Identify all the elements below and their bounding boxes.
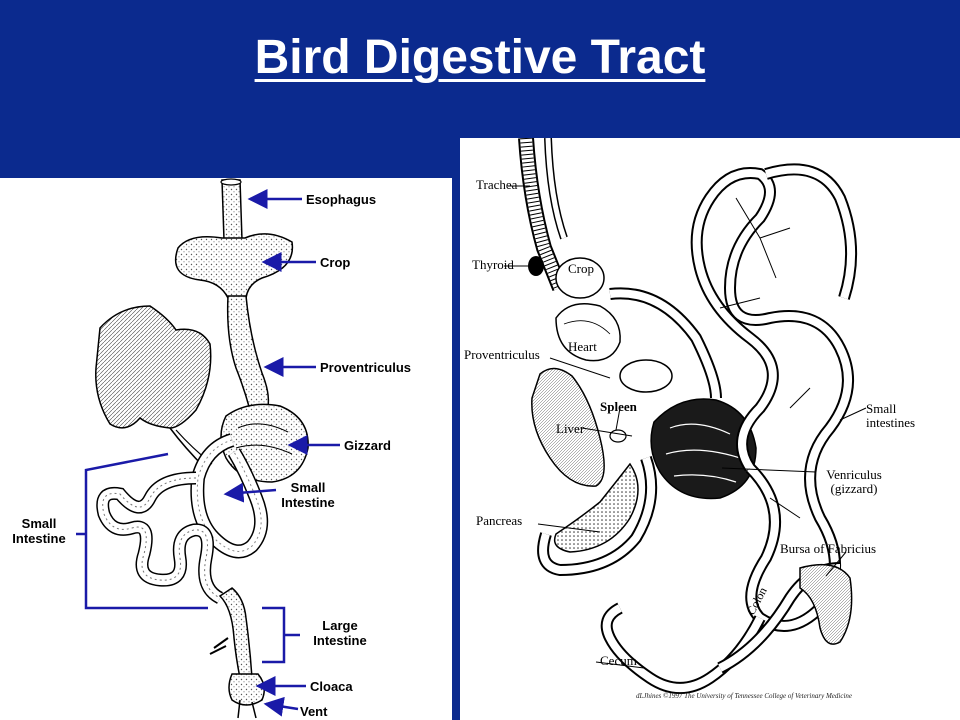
- label-small-intestine-right-line2: Intestine: [281, 495, 335, 510]
- large-intestine-shape: [218, 587, 253, 679]
- small-intestines-loops: [690, 167, 854, 632]
- label-small-intestines-line1: Small: [866, 401, 897, 416]
- label-large-intestine: Large Intestine: [300, 618, 380, 648]
- label-heart: Heart: [568, 339, 597, 354]
- slide-title: Bird Digestive Tract: [254, 31, 706, 84]
- label-large-intestine-line1: Large: [322, 618, 358, 633]
- label-thyroid: Thyroid: [472, 257, 514, 272]
- label-cecum: Cecum: [600, 653, 637, 668]
- liver-shape: [95, 305, 212, 429]
- left-digestive-drawing: [76, 178, 340, 719]
- left-diagram-panel: Esophagus Crop Proventriculus Gizzard Sm…: [0, 178, 452, 720]
- label-small-intestine-right-line1: Small: [290, 480, 326, 495]
- esophagus-shape: [221, 179, 243, 241]
- label-pancreas: Pancreas: [476, 513, 523, 528]
- right-digestive-drawing: [504, 138, 867, 694]
- right-diagram-panel: Trachea Thyroid Crop Heart Proventriculu…: [460, 138, 960, 720]
- label-crop: Crop: [320, 255, 351, 270]
- label-crop-right: Crop: [568, 261, 594, 276]
- label-small-intestines: Small intestines: [866, 402, 915, 430]
- label-small-intestine-right: Small Intestine: [268, 480, 348, 510]
- copyright-note: dLJhines ©1997 The University of Tenness…: [636, 692, 852, 700]
- label-proventriculus-right: Proventriculus: [464, 347, 540, 362]
- label-esophagus: Esophagus: [306, 192, 377, 207]
- label-ventriculus-line1: Venriculus: [826, 467, 882, 482]
- gizzard-shape: [220, 403, 309, 483]
- proventriculus-shape: [226, 295, 270, 411]
- label-small-intestines-line2: intestines: [866, 415, 916, 430]
- label-small-intestine-left-line2: Intestine: [12, 531, 66, 546]
- label-spleen: Spleen: [600, 399, 637, 414]
- label-small-intestine-left-line1: Small: [21, 516, 57, 531]
- label-liver: Liver: [556, 421, 585, 436]
- label-cloaca: Cloaca: [310, 679, 353, 694]
- right-gizzard-shape: [650, 398, 757, 500]
- label-vent: Vent: [300, 704, 328, 719]
- label-gizzard: Gizzard: [344, 438, 391, 453]
- label-large-intestine-line2: Intestine: [313, 633, 367, 648]
- label-ventriculus-line2: (gizzard): [830, 481, 878, 496]
- label-bursa: Bursa of Fabricius: [780, 541, 877, 556]
- label-trachea: Trachea: [476, 177, 518, 192]
- label-small-intestine-left: Small Intestine: [4, 516, 74, 546]
- cloaca-shape: [228, 673, 265, 706]
- label-proventriculus: Proventriculus: [320, 360, 412, 375]
- label-ventriculus: Venriculus (gizzard): [814, 468, 894, 496]
- crop-shape: [174, 233, 294, 299]
